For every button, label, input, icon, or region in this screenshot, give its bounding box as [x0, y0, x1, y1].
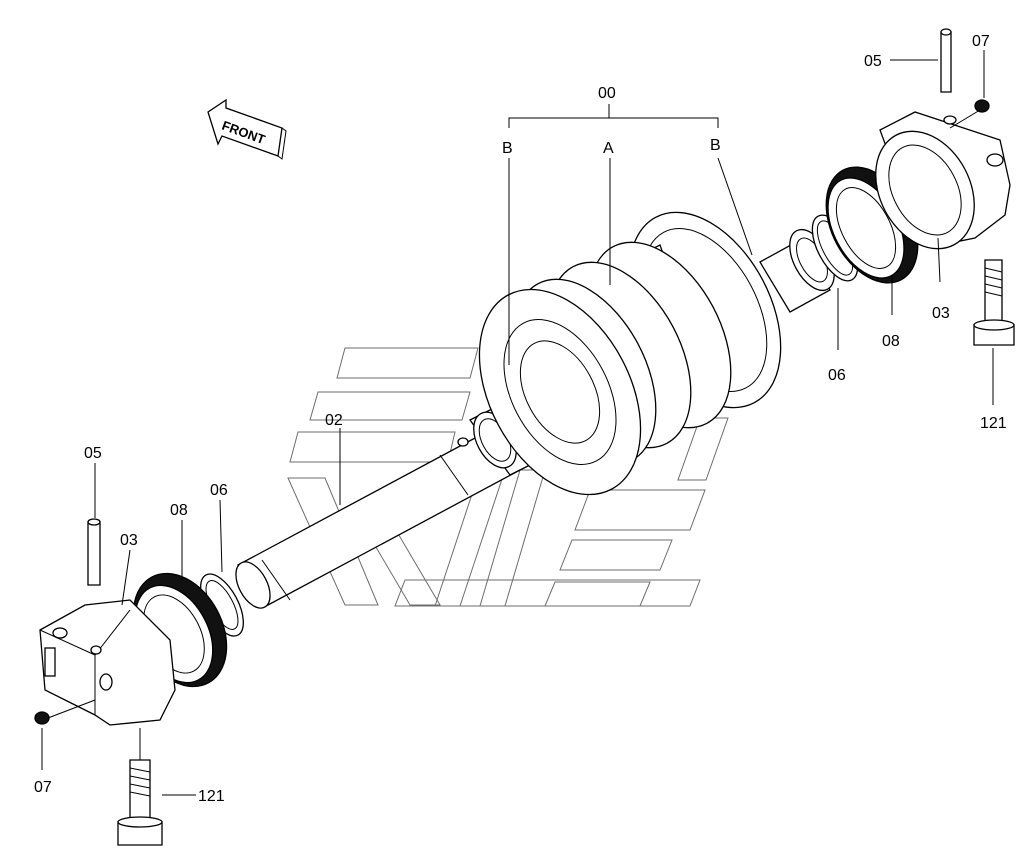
plug-left	[34, 711, 50, 725]
roller-body	[478, 211, 782, 496]
label-sub-b-right: B	[710, 137, 721, 154]
front-arrow: FRONT	[207, 98, 287, 160]
front-label: FRONT	[220, 118, 267, 147]
label-bolt-left: 121	[198, 788, 225, 805]
collar-left	[39, 599, 176, 726]
leader-lines	[41, 50, 994, 796]
plug-right	[974, 99, 990, 113]
label-plug-right: 07	[972, 33, 990, 50]
label-collar-left: 03	[120, 532, 138, 549]
label-assembly: 00	[598, 85, 616, 102]
label-ring-right: 06	[828, 367, 846, 384]
label-sub-a: A	[603, 140, 614, 157]
label-collar-right: 03	[932, 305, 950, 322]
label-seal-left: 08	[170, 502, 188, 519]
collar-right	[875, 111, 1011, 250]
label-sub-b-left: B	[502, 140, 513, 157]
label-seal-right: 08	[882, 333, 900, 350]
label-plug-left: 07	[34, 779, 52, 796]
pin-right	[940, 28, 952, 93]
bolt-left	[117, 759, 163, 846]
callout-labels: 00 A B B 02 05 07 03 08 06 121 05 03 08 …	[34, 33, 1007, 805]
label-bolt-right: 121	[980, 415, 1007, 432]
pin-left	[87, 518, 101, 586]
label-shaft: 02	[325, 412, 343, 429]
bolt-right	[973, 259, 1015, 346]
label-pin-left: 05	[84, 445, 102, 462]
label-pin-right: 05	[864, 53, 882, 70]
label-ring-left: 06	[210, 482, 228, 499]
